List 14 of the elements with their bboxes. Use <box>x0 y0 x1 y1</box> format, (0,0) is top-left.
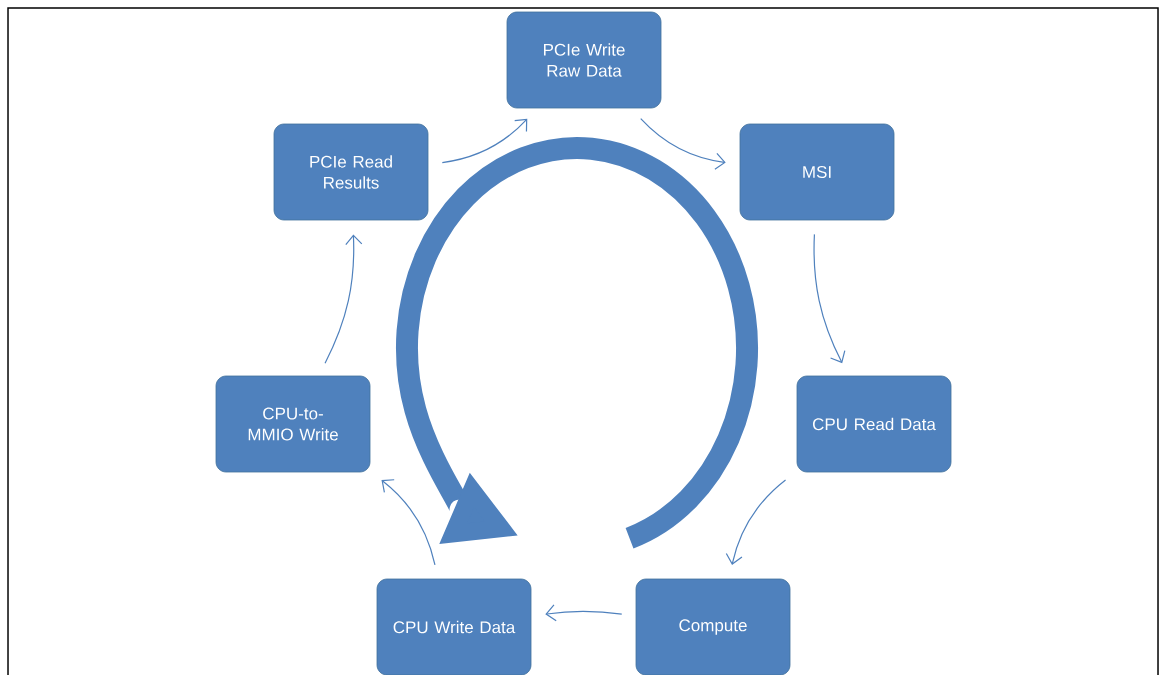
process-box: Compute <box>635 578 791 675</box>
arrow <box>725 479 787 565</box>
process-box: PCIe Write Raw Data <box>506 11 662 109</box>
arrow <box>640 118 726 170</box>
process-box: MSI <box>739 123 895 221</box>
process-box: PCIe Read Results <box>273 123 429 221</box>
arrow <box>813 233 846 364</box>
arrow <box>324 234 363 364</box>
arrow <box>381 479 436 566</box>
process-box: CPU-to-MMIO Write <box>215 375 371 473</box>
arrow <box>545 604 623 622</box>
arrow <box>441 118 528 164</box>
process-box: CPU Write Data <box>376 578 532 675</box>
process-box: CPU Read Data <box>796 375 952 473</box>
